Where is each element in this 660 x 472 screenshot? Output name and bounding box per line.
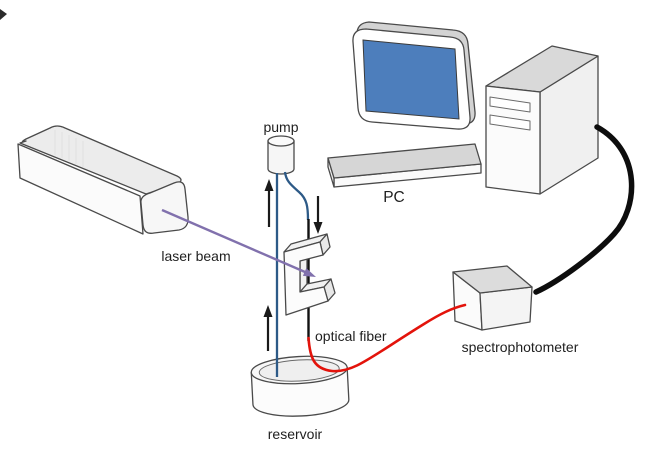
pump-body bbox=[267, 140, 295, 175]
flow-arrow-up-head bbox=[263, 305, 273, 317]
pc-keyboard bbox=[327, 143, 482, 188]
tower-front-face bbox=[485, 85, 541, 195]
optical-fiber-label: optical fiber bbox=[315, 328, 387, 344]
laser-beam-label: laser beam bbox=[161, 248, 230, 264]
laser-front-face bbox=[140, 181, 189, 234]
flow-cell bbox=[283, 233, 336, 316]
laser-side-face bbox=[17, 143, 144, 235]
keyboard-top-face bbox=[327, 143, 482, 179]
pc-tower bbox=[485, 45, 599, 195]
corner-mark bbox=[0, 9, 7, 20]
flow-direction-arrows bbox=[263, 179, 323, 351]
reservoir-label: reservoir bbox=[268, 426, 323, 442]
tower-drive-bay bbox=[489, 96, 531, 113]
tower-drive-bay bbox=[489, 114, 531, 131]
pump-device bbox=[267, 135, 295, 175]
spectrophotometer-top-face bbox=[452, 265, 533, 294]
pc-monitor bbox=[352, 21, 476, 130]
pump-top bbox=[267, 135, 295, 147]
reservoir-dish bbox=[250, 355, 350, 417]
spectrophotometer-label: spectrophotometer bbox=[462, 339, 579, 355]
pump-label: pump bbox=[263, 119, 298, 135]
flow-arrow-up-head bbox=[264, 179, 274, 191]
tube-pump-to-cell bbox=[283, 171, 310, 221]
labels: pump PC laser beam optical fiber spectro… bbox=[161, 119, 578, 442]
flow-cell-front-face bbox=[283, 241, 329, 316]
monitor-screen bbox=[362, 39, 460, 120]
laser-beam-line bbox=[161, 208, 306, 274]
flow-arrow-down-head bbox=[313, 222, 323, 234]
data-cable bbox=[533, 124, 635, 295]
spectrophotometer-device bbox=[452, 265, 533, 331]
optical-fiber-line bbox=[307, 303, 467, 373]
pc-label: PC bbox=[383, 189, 405, 206]
laser-beam-ray bbox=[161, 208, 316, 277]
laser-device bbox=[17, 125, 189, 235]
spectrophotometer-right-face bbox=[479, 286, 533, 331]
laser-beam-arrowhead bbox=[302, 268, 316, 277]
